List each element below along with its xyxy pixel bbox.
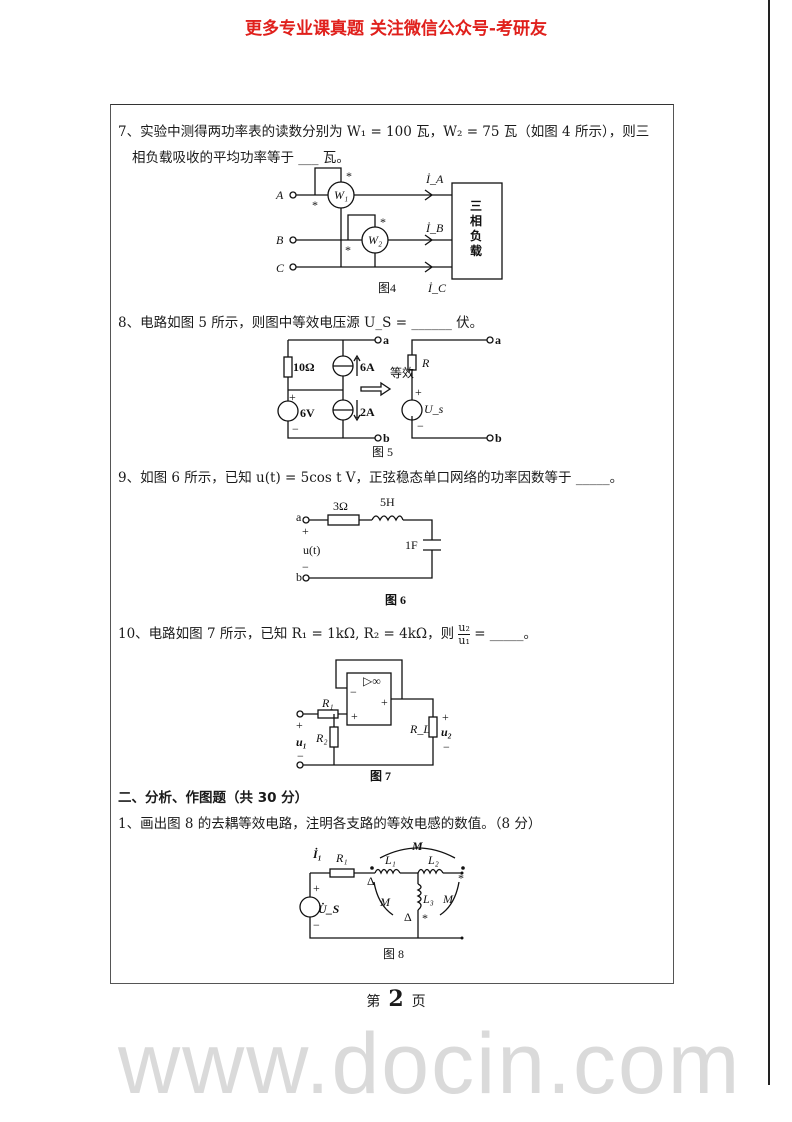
noninverting-input-sign: + (351, 709, 358, 723)
polarity-mark: * (346, 169, 352, 183)
inverting-input-sign: − (350, 685, 357, 699)
q10-statement: 10、电路如图 7 所示，已知 R₁ = 1kΩ, R₂ = 4kΩ，则 (118, 626, 455, 642)
minus-sign: − (292, 422, 299, 436)
watermark: www.docin.com (118, 1016, 742, 1112)
mutual-inductance-label: M (411, 839, 423, 853)
l2-label: L₂ (427, 853, 439, 867)
terminal-b: b (383, 431, 390, 445)
load-label: 三 (470, 199, 482, 213)
minus-sign: − (313, 918, 320, 932)
scan-edge (768, 0, 770, 1085)
us-label: U_s (424, 402, 444, 416)
us-label: U̇_S (318, 902, 340, 916)
figure-7: ▷∞ − + + R₁ R₂ R_L + u₁ − + u₂ − 图 7 (296, 659, 452, 783)
terminal-b: b (495, 431, 502, 445)
minus-sign: − (417, 419, 424, 433)
footer-suffix: 页 (411, 994, 426, 1010)
figure-5: 10Ω 6A 6V 2A + − a b 等效 R U_s + − a b 图 … (277, 333, 502, 459)
minus-sign: − (443, 740, 450, 754)
polarity-triangle: Δ (404, 910, 412, 924)
capacitor-label: 1F (405, 538, 418, 552)
resistor-label: 10Ω (293, 360, 315, 374)
section-title: 二、分析、作图题（共 30 分） (118, 790, 309, 806)
s2-q1-text: 1、画出图 8 的去耦等效电路，注明各支路的等效电感的数值。（8 分） (118, 816, 542, 832)
plus-sign: + (415, 385, 422, 399)
resistor-label: 3Ω (333, 499, 348, 513)
polarity-mark: * (345, 243, 351, 257)
minus-sign: − (302, 560, 309, 574)
q8-text: 8、电路如图 5 所示，则图中等效电压源 U_S = ______ 伏。 (118, 315, 484, 331)
figure-caption: 图 6 (385, 593, 406, 607)
load-label: 相 (470, 213, 482, 228)
figure-4: A B C W₁ W₂ * * * * İ_A İ_B İ_C 三 相 负 载 … (275, 167, 503, 295)
load-label: 载 (470, 243, 482, 258)
equivalence-label: 等效 (390, 365, 414, 380)
current-ia-label: İ_A (425, 172, 444, 186)
i1-label: İ₁ (312, 847, 322, 861)
plus-sign: + (442, 710, 449, 724)
polarity-mark: * (380, 215, 386, 229)
plus-sign: + (289, 390, 296, 404)
equivalence-arrow-icon (360, 381, 392, 397)
three-phase-load (451, 182, 503, 280)
polarity-triangle: Δ (367, 874, 375, 888)
terminal-b: b (296, 570, 302, 584)
minus-sign: − (297, 749, 304, 763)
voltage-source-label: 6V (300, 406, 315, 420)
footer-prefix: 第 (366, 994, 381, 1010)
l3-label: L₃ (422, 892, 434, 906)
figure-8: İ₁ R₁ L₁ L₂ L₃ M M M U̇_S + − Δ Δ * * 图 … (299, 839, 465, 961)
r2-label: R₂ (315, 731, 328, 745)
u2-label: u₂ (441, 725, 452, 739)
q7-text-line2: 相负载吸收的平均功率等于 ___ 瓦。 (132, 150, 350, 166)
terminal-a: a (383, 333, 389, 347)
figure-caption: 图 7 (370, 769, 391, 783)
q10-fraction: u₂ u₁ (458, 622, 470, 647)
plus-sign: + (313, 881, 320, 895)
l1-label: L₁ (384, 853, 396, 867)
q10-tail: = _____。 (474, 626, 538, 642)
terminal-a: a (296, 510, 302, 524)
q7-text-line1: 7、实验中测得两功率表的读数分别为 W₁ = 100 瓦，W₂ = 75 瓦（如… (118, 124, 650, 140)
node-label-b: B (276, 233, 284, 247)
op-amp-symbol: ▷∞ (363, 674, 381, 688)
figure-caption: 图4 (378, 281, 396, 295)
current-ib-label: İ_B (425, 221, 444, 235)
current-ic-label: İ_C (427, 281, 447, 295)
figure-caption: 图 8 (383, 947, 404, 961)
banner-header: 更多专业课真题 关注微信公众号-考研友 (245, 19, 547, 39)
r1-label: R₁ (335, 851, 348, 865)
voltage-label: u(t) (303, 543, 320, 557)
u1-label: u₁ (296, 735, 307, 749)
fraction-denominator: u₁ (458, 634, 470, 647)
polarity-star: * (458, 871, 464, 885)
r-label: R (421, 356, 430, 370)
polarity-star: * (422, 911, 428, 925)
figure-6: a b + − u(t) 3Ω 5H 1F 图 6 (296, 495, 441, 607)
page-frame (110, 104, 674, 984)
figure-caption: 图 5 (372, 445, 393, 459)
plus-sign: + (296, 718, 303, 732)
w2-label: W₂ (368, 233, 382, 247)
r1-label: R₁ (321, 696, 334, 710)
fraction-numerator: u₂ (458, 621, 470, 635)
terminal-a: a (495, 333, 501, 347)
node-label-a: A (275, 188, 284, 202)
q9-text: 9、如图 6 所示，已知 u(t) = 5cos t V，正弦稳态单口网络的功率… (118, 470, 624, 486)
current-source-label: 6A (360, 360, 375, 374)
inductor-label: 5H (380, 495, 395, 509)
output-sign: + (381, 695, 388, 709)
load-label: 负 (470, 228, 482, 243)
node-label-c: C (276, 261, 285, 275)
q10-text: 10、电路如图 7 所示，已知 R₁ = 1kΩ, R₂ = 4kΩ，则 u₂ … (118, 622, 537, 647)
rl-label: R_L (409, 722, 430, 736)
mutual-inductance-label: M (442, 892, 454, 906)
polarity-mark: * (312, 198, 318, 212)
page-number: 2 (388, 986, 404, 1012)
mutual-inductance-label: M (379, 895, 391, 909)
w1-label: W₁ (334, 188, 348, 202)
current-source-label: 2A (360, 405, 375, 419)
plus-sign: + (302, 524, 309, 538)
